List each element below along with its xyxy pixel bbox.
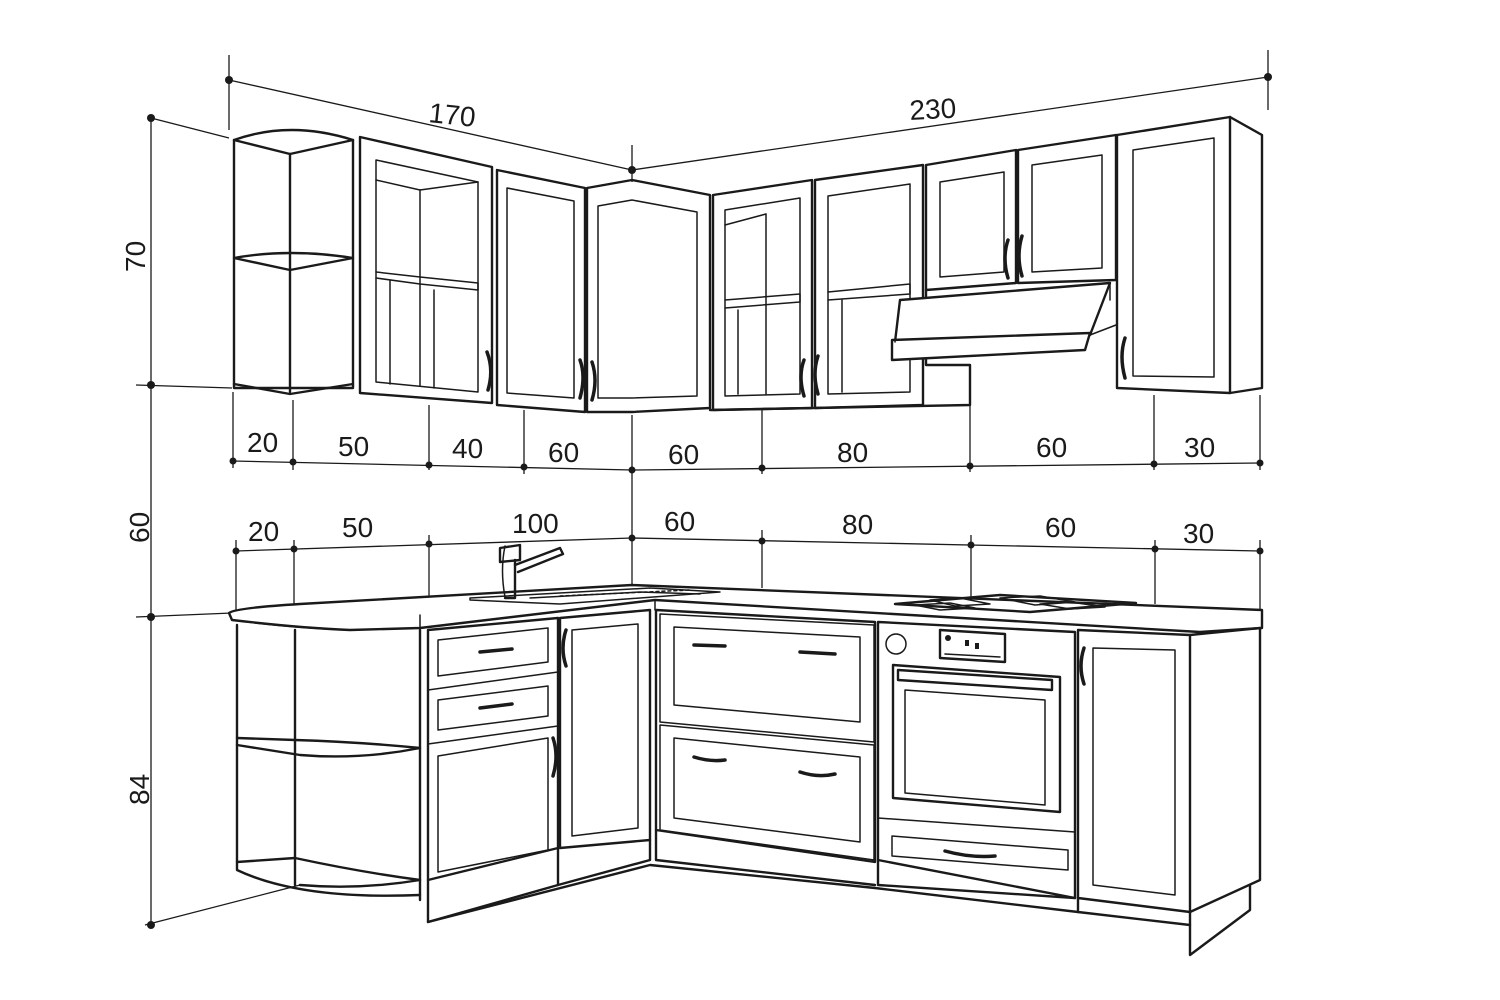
label-base-module-5: 80 xyxy=(842,509,873,540)
upper-corner-door-cabinet xyxy=(585,178,712,414)
label-base-module-2: 50 xyxy=(342,512,373,543)
upper-cabinet-above-hood-2 xyxy=(1016,133,1118,285)
label-upper-module-6: 80 xyxy=(837,437,868,468)
plinth xyxy=(426,863,1080,924)
label-upper-module-2: 50 xyxy=(338,431,369,462)
dimension-lines xyxy=(135,50,1272,929)
dimension-labels: 170 230 70 60 84 20 50 40 60 60 80 60 30… xyxy=(120,93,1215,805)
cooktop xyxy=(893,593,1138,614)
upper-glass-cabinet-right-1 xyxy=(711,178,814,412)
label-base-module-6: 60 xyxy=(1045,512,1076,543)
label-upper-module-7: 60 xyxy=(1036,432,1067,463)
label-right-wall-width: 230 xyxy=(909,93,957,126)
label-upper-module-8: 30 xyxy=(1184,432,1215,463)
label-upper-module-3: 40 xyxy=(452,433,483,464)
upper-cabinets xyxy=(232,115,1264,414)
label-base-module-3: 100 xyxy=(512,508,559,539)
label-upper-module-5: 60 xyxy=(668,439,699,470)
upper-tall-cabinet-right xyxy=(1115,115,1264,395)
base-open-corner-shelf xyxy=(235,623,422,902)
base-cabinets xyxy=(227,543,1264,957)
label-upper-height: 70 xyxy=(120,241,151,272)
label-upper-module-1: 20 xyxy=(247,427,278,458)
label-upper-module-4: 60 xyxy=(548,437,579,468)
label-base-height: 84 xyxy=(124,774,155,805)
base-cabinet-right xyxy=(1076,626,1262,957)
built-in-oven xyxy=(876,620,1077,900)
label-base-module-4: 60 xyxy=(664,506,695,537)
base-drawer-stack-middle xyxy=(654,608,877,887)
label-base-module-7: 30 xyxy=(1183,518,1214,549)
upper-door-cabinet-2 xyxy=(495,168,587,414)
countertop xyxy=(227,583,1264,634)
base-corner-door xyxy=(556,608,652,887)
sink-faucet xyxy=(498,543,565,600)
label-left-wall-width: 170 xyxy=(427,97,477,133)
label-gap-height: 60 xyxy=(124,512,155,543)
sink-basin xyxy=(469,587,721,605)
upper-open-corner-shelf xyxy=(232,128,355,396)
upper-glass-cabinet-right-2 xyxy=(813,163,925,410)
label-base-module-1: 20 xyxy=(248,516,279,547)
upper-glass-cabinet-left xyxy=(358,135,494,405)
upper-cabinet-above-hood-1 xyxy=(924,148,1018,292)
range-hood xyxy=(890,281,1117,362)
base-drawer-stack-left xyxy=(426,616,560,924)
